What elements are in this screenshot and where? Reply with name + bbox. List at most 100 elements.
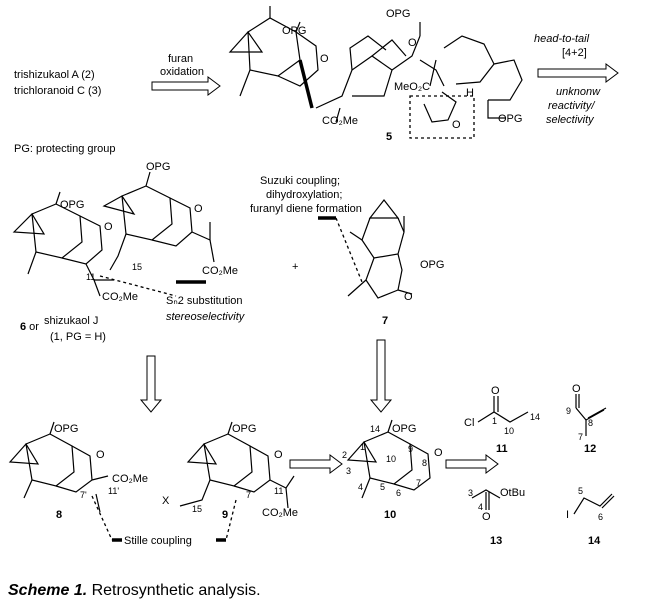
cpd11-number: 11 xyxy=(496,443,508,455)
cpd10-c2: 2 xyxy=(342,450,347,460)
cpd7-opg: OPG xyxy=(420,259,444,271)
compound-8-structure: OPG O CO₂Me 7' 11' 8 xyxy=(8,421,148,541)
cpd9-x: X xyxy=(162,495,170,507)
cpd8-c7: 7' xyxy=(80,490,87,500)
cpd5-number: 5 xyxy=(386,131,392,143)
shizukaol-j-label: shizukaol J xyxy=(44,315,98,327)
arrow2-label-2: [4+2] xyxy=(562,47,587,59)
cpd5-opg-3: OPG xyxy=(498,113,522,125)
retro-arrow-fragments xyxy=(445,454,499,474)
cpd11-o: O xyxy=(491,385,500,397)
cpd7-note-3: furanyl diene formation xyxy=(250,203,362,215)
retro-arrow-10 xyxy=(289,454,343,474)
arrow2-note-1: unknonw xyxy=(556,86,601,98)
cpd6-ester-1: CO₂Me xyxy=(102,291,138,303)
stille-label: Stille coupling xyxy=(124,535,192,547)
cpd9-c15: 15 xyxy=(192,504,202,514)
cpd14-number: 14 xyxy=(588,535,601,547)
cpd6-o-2: O xyxy=(194,203,203,215)
cpd12-c8: 8 xyxy=(588,418,593,428)
compound-10-structure: OPG O 1 2 3 4 5 6 7 8 9 10 14 10 xyxy=(342,419,443,521)
cpd6-number: 6 xyxy=(20,321,26,333)
cpd9-number: 9 xyxy=(222,509,228,521)
cpd14-c6: 6 xyxy=(598,512,603,522)
cpd6-ester-2: CO₂Me xyxy=(202,265,238,277)
cpd6-c11: 11 xyxy=(86,272,95,282)
cpd9-c7: 7 xyxy=(246,490,251,500)
cpd12-number: 12 xyxy=(584,443,596,455)
cpd7-note-2: dihydroxylation; xyxy=(266,189,342,201)
cpd13-c3: 3 xyxy=(468,488,473,498)
cpd10-c10: 10 xyxy=(386,454,396,464)
cpd6-c15: 15 xyxy=(132,262,142,272)
cpd5-opg-1: OPG xyxy=(282,25,306,37)
cpd14-c5: 5 xyxy=(578,486,583,496)
retro-arrow-down-left xyxy=(139,355,163,413)
compound-13-structure: OtBu O 3 4 13 xyxy=(468,487,525,547)
cpd10-c7: 7 xyxy=(416,478,421,488)
cpd10-c14: 14 xyxy=(370,424,380,434)
cpd11-c1: 1 xyxy=(492,416,497,426)
cpd14-i: I xyxy=(566,509,569,521)
cpd8-c11: 11' xyxy=(108,486,119,496)
cpd13-number: 13 xyxy=(490,535,502,547)
cpd5-o-1: O xyxy=(320,53,329,65)
cpd5-h: H xyxy=(466,87,474,99)
cpd10-c9: 9 xyxy=(408,444,413,454)
cpd12-c9: 9 xyxy=(566,406,571,416)
starting-material-2: trichloranoid C (3) xyxy=(14,85,101,97)
arrow2-note-3: selectivity xyxy=(546,114,595,126)
compound-6-structure: OPG OPG O O CO₂Me CO₂Me 11 15 6 or shizu… xyxy=(12,161,246,343)
cpd10-opg: OPG xyxy=(392,423,416,435)
cpd7-number: 7 xyxy=(382,315,388,327)
cpd6-or: or xyxy=(26,321,39,333)
cpd10-c3: 3 xyxy=(346,466,351,476)
plus-sign: + xyxy=(292,261,298,273)
cpd10-c6: 6 xyxy=(396,488,401,498)
retro-arrow-diels-alder: head-to-tail [4+2] unknonw reactivity/ s… xyxy=(534,33,619,126)
cpd12-o: O xyxy=(572,383,581,395)
cpd9-o: O xyxy=(274,449,283,461)
cpd9-opg: OPG xyxy=(232,423,256,435)
cpd10-c1: 1 xyxy=(360,442,365,452)
cpd9-ester: CO₂Me xyxy=(262,507,298,519)
cpd11-c10: 10 xyxy=(504,426,514,436)
arrow1-label-2: oxidation xyxy=(160,66,204,78)
cpd8-o: O xyxy=(96,449,105,461)
caption-label: Scheme 1. xyxy=(8,582,88,599)
cpd13-otbu: OtBu xyxy=(500,487,525,499)
compound-9-structure: OPG O X 15 7 11 CO₂Me 9 xyxy=(162,421,298,541)
cpd5-opg-2: OPG xyxy=(386,8,410,20)
cpd5-furan-o: O xyxy=(452,119,461,131)
compound-7-structure: Suzuki coupling; dihydroxylation; furany… xyxy=(250,175,444,327)
cpd6-o-1: O xyxy=(104,221,113,233)
cpd10-c8: 8 xyxy=(422,458,427,468)
caption-text: Retrosynthetic analysis. xyxy=(87,582,261,599)
cpd10-c5: 5 xyxy=(380,482,385,492)
arrow1-label-1: furan xyxy=(168,53,193,65)
cpd5-ester-1: CO₂Me xyxy=(322,115,358,127)
cpd10-number: 10 xyxy=(384,509,396,521)
cpd12-c7: 7 xyxy=(578,432,583,442)
cpd13-o: O xyxy=(482,511,491,523)
sn2-note: stereoselectivity xyxy=(166,311,246,323)
cpd5-ester-2: MeO₂C xyxy=(394,81,430,93)
cpd11-cl: Cl xyxy=(464,417,474,429)
pg-note: PG: protecting group xyxy=(14,143,116,155)
shizukaol-j-condition: (1, PG = H) xyxy=(50,331,106,343)
cpd5-o-2: O xyxy=(408,37,417,49)
cpd8-ester: CO₂Me xyxy=(112,473,148,485)
cpd8-opg: OPG xyxy=(54,423,78,435)
retro-arrow-furan-oxidation: furan oxidation xyxy=(151,53,221,96)
cpd10-c4: 4 xyxy=(358,482,363,492)
stille-coupling-bracket: Stille coupling xyxy=(112,535,226,547)
cpd13-c4: 4 xyxy=(478,502,483,512)
compound-5-structure: OPG OPG O O CO₂Me MeO₂C H OPG O 5 xyxy=(228,6,523,143)
compound-11-structure: Cl O 1 10 14 11 xyxy=(464,385,540,455)
cpd6-opg-1: OPG xyxy=(60,199,84,211)
cpd7-note-1: Suzuki coupling; xyxy=(260,175,340,187)
starting-material-1: trishizukaol A (2) xyxy=(14,69,95,81)
cpd7-o: O xyxy=(404,291,413,303)
sn2-label: Sₙ2 substitution xyxy=(166,295,243,307)
